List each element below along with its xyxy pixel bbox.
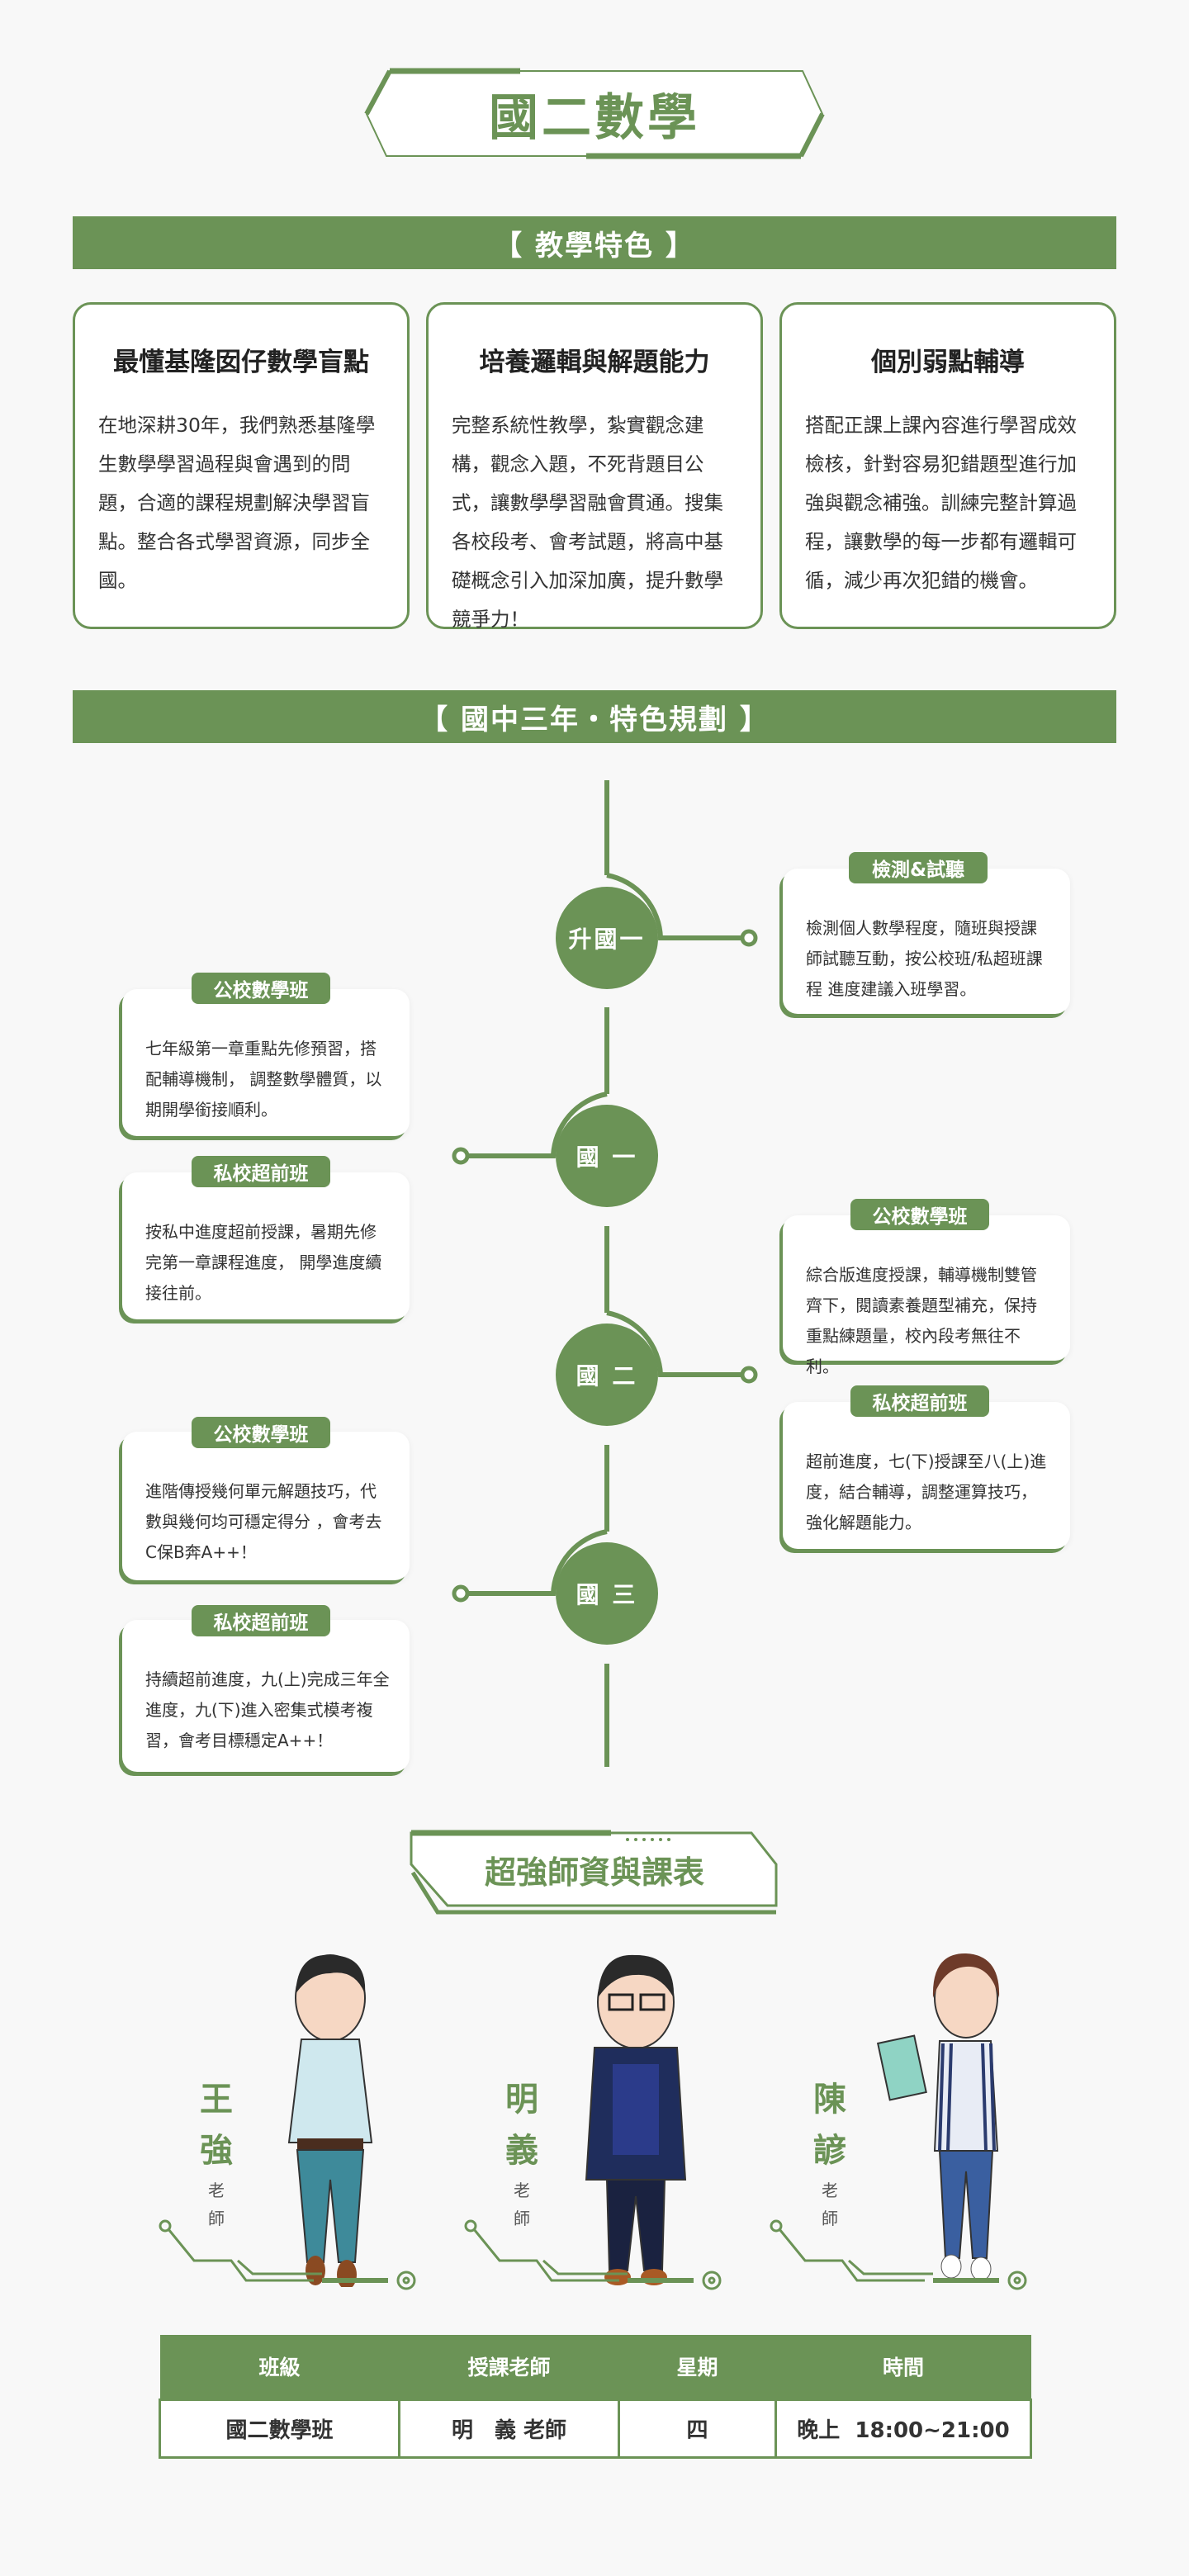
plan-card-body: 檢測個人數學程度，隨班與授課師試聽互動，按公校班/私超班課程 進度建議入班學習。 bbox=[806, 918, 1043, 999]
plan-card-body: 綜合版進度授課，輔導機制雙管齊下，閱讀素養題型補充，保持重點練題量，校內段考無往… bbox=[806, 1265, 1037, 1376]
plan-card-label: 公校數學班 bbox=[192, 1417, 330, 1448]
plan-card-body: 持續超前進度，九(上)完成三年全進度，九(下)進入密集式模考複習，會考目標穩定A… bbox=[145, 1669, 390, 1750]
cell-class: 國二數學班 bbox=[159, 2398, 400, 2459]
plan-card-body: 進階傳授幾何單元解題技巧，代數與幾何均可穩定得分 ，會考去C保B奔A++！ bbox=[145, 1481, 382, 1562]
plan-card-label: 公校數學班 bbox=[850, 1199, 989, 1230]
plan-card: 七年級第一章重點先修預習，搭配輔導機制， 調整數學體質，以期開學銜接順利。 bbox=[122, 989, 410, 1136]
feature-card: 培養邏輯與解題能力 完整系統性教學，紮實觀念建構，觀念入題，不死背題目公式，讓數… bbox=[426, 302, 763, 631]
col-header: 星期 bbox=[618, 2335, 776, 2399]
feature-body: 搭配正課上課內容進行學習成效檢核，針對容易犯錯題型進行加強與觀念補強。訓練完整計… bbox=[805, 414, 1077, 592]
features-banner: 【 教學特色 】 bbox=[73, 216, 1116, 269]
plan-banner: 【 國中三年・特色規劃 】 bbox=[73, 690, 1116, 743]
circuit-decorations bbox=[159, 2188, 1057, 2304]
col-header: 班級 bbox=[159, 2335, 400, 2399]
page-title-frame: 國二數學 bbox=[363, 66, 826, 161]
plan-card-body: 按私中進度超前授課，暑期先修完第一章課程進度， 開學進度續接往前。 bbox=[145, 1222, 382, 1303]
plan-card: 檢測個人數學程度，隨班與授課師試聽互動，按公校班/私超班課程 進度建議入班學習。 bbox=[783, 869, 1070, 1014]
teacher-avatar-ming bbox=[585, 1954, 687, 2285]
plan-card: 持續超前進度，九(上)完成三年全進度，九(下)進入密集式模考複習，會考目標穩定A… bbox=[122, 1620, 410, 1772]
feature-title: 個別弱點輔導 bbox=[871, 348, 1025, 377]
timeline-node: 國 二 bbox=[556, 1324, 658, 1426]
table-row: 國二數學班 明 義 老師 四 晚上 18:00~21:00 bbox=[159, 2398, 1032, 2459]
page-title: 國二數學 bbox=[489, 89, 700, 147]
teacher-name: 陳 諺 老 師 bbox=[813, 2081, 846, 2228]
plan-card-body: 七年級第一章重點先修預習，搭配輔導機制， 調整數學體質，以期開學銜接順利。 bbox=[145, 1039, 382, 1120]
cell-teacher: 明 義 老師 bbox=[398, 2398, 620, 2459]
col-header: 時間 bbox=[775, 2335, 1031, 2399]
plan-card-label: 公校數學班 bbox=[192, 973, 330, 1004]
feature-card: 個別弱點輔導 搭配正課上課內容進行學習成效檢核，針對容易犯錯題型進行加強與觀念補… bbox=[779, 302, 1116, 629]
plan-card: 進階傳授幾何單元解題技巧，代數與幾何均可穩定得分 ，會考去C保B奔A++！ bbox=[122, 1432, 410, 1580]
teacher-header-frame bbox=[410, 1830, 778, 1915]
feature-title: 最懂基隆囡仔數學盲點 bbox=[113, 348, 369, 377]
plan-card-label: 檢測&試聽 bbox=[849, 852, 988, 883]
teacher-section-title: 超強師資與課表 bbox=[484, 1854, 704, 1891]
feature-title: 培養邏輯與解題能力 bbox=[479, 348, 710, 377]
plan-card-label: 私校超前班 bbox=[192, 1156, 330, 1187]
timeline-node: 國 三 bbox=[556, 1542, 658, 1645]
col-header: 授課老師 bbox=[399, 2335, 619, 2399]
timeline-node: 升國一 bbox=[556, 887, 658, 989]
cell-time: 晚上 18:00~21:00 bbox=[775, 2398, 1032, 2459]
plan-card: 超前進度，七(下)授課至八(上)進度，結合輔導，調整運算技巧，強化解題能力。 bbox=[783, 1402, 1070, 1549]
feature-body: 在地深耕30年，我們熟悉基隆學生數學學習過程與會遇到的問題，合適的課程規劃解決學… bbox=[98, 414, 376, 592]
plan-card-label: 私校超前班 bbox=[850, 1385, 989, 1417]
plan-card-body: 超前進度，七(下)授課至八(上)進度，結合輔導，調整運算技巧，強化解題能力。 bbox=[806, 1451, 1047, 1532]
plan-card-label: 私校超前班 bbox=[192, 1605, 330, 1636]
timeline-node: 國 一 bbox=[556, 1105, 658, 1207]
schedule-table-wrap: 班級 授課老師 星期 時間 國二數學班 明 義 老師 四 晚上 18:00~21… bbox=[159, 2335, 1032, 2459]
hexagon-frame bbox=[364, 68, 825, 159]
cell-weekday: 四 bbox=[618, 2398, 777, 2459]
plan-card: 按私中進度超前授課，暑期先修完第一章課程進度， 開學進度續接往前。 bbox=[122, 1172, 410, 1319]
feature-body: 完整系統性教學，紮實觀念建構，觀念入題，不死背題目公式，讓數學學習融會貫通。搜集… bbox=[452, 414, 723, 631]
teacher-name: 王 強 老 師 bbox=[200, 2081, 233, 2228]
schedule-table: 班級 授課老師 星期 時間 國二數學班 明 義 老師 四 晚上 18:00~21… bbox=[159, 2335, 1032, 2459]
teacher-name: 明 義 老 師 bbox=[505, 2081, 538, 2228]
plan-card: 綜合版進度授課，輔導機制雙管齊下，閱讀素養題型補充，保持重點練題量，校內段考無往… bbox=[783, 1215, 1070, 1376]
timeline-lines bbox=[452, 780, 758, 1767]
feature-card: 最懂基隆囡仔數學盲點 在地深耕30年，我們熟悉基隆學生數學學習過程與會遇到的問題… bbox=[73, 302, 410, 629]
